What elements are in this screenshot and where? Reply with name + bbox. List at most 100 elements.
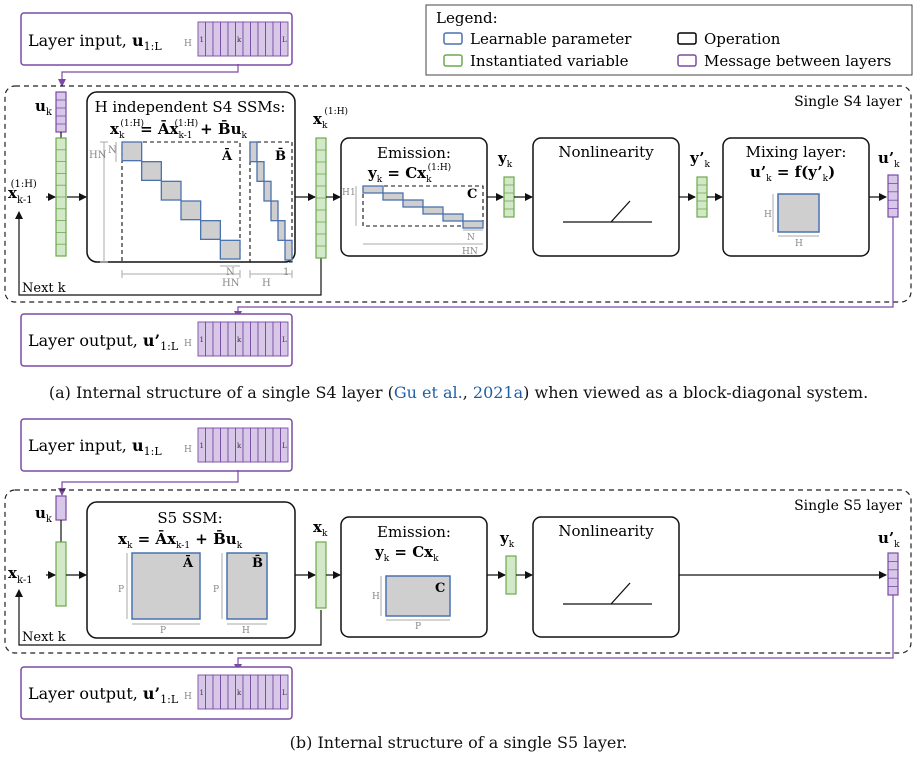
yk-vector-b <box>505 555 517 595</box>
seq-index-label: L <box>282 689 287 697</box>
caption-b: (b) Internal structure of a single S5 la… <box>289 733 628 752</box>
seq-cell <box>227 427 236 463</box>
xk-vector-b <box>315 541 327 609</box>
citation-year-link[interactable]: 2021a <box>472 383 524 402</box>
seq-cell <box>257 674 266 710</box>
seq-cell <box>227 674 236 710</box>
C-diagonal-block <box>362 185 384 194</box>
seq-cell <box>220 21 229 57</box>
B-diagonal-block <box>270 200 279 222</box>
C-diagonal-block <box>422 206 444 215</box>
B-diagonal-block <box>249 141 258 163</box>
mixing-equation: u’k = f(y’k) <box>750 163 835 184</box>
B-diagonal-block <box>263 180 272 202</box>
A-diagonal-block <box>219 239 241 260</box>
C-block-diagonal <box>362 185 484 229</box>
s4-layer-frame <box>4 85 912 303</box>
seq-cell <box>280 427 289 463</box>
C-H-dim-b: H <box>372 592 380 602</box>
relu-icon-a <box>563 200 652 223</box>
seq-cell <box>250 427 259 463</box>
vector-outline <box>503 176 515 218</box>
A-diagonal-block <box>121 141 143 162</box>
seq-cell <box>212 427 221 463</box>
seq-cell <box>272 21 281 57</box>
seq-cell <box>205 674 214 710</box>
A-matrix-b <box>131 552 201 620</box>
seq-cell <box>280 321 289 357</box>
svg-text:Layer output, u’1:L: Layer output, u’1:L <box>28 684 179 706</box>
s5-frame-label: Single S5 layer <box>794 498 902 514</box>
s5-ssm-title: S5 SSM: <box>157 509 222 527</box>
seq-index-label: 1 <box>200 36 204 44</box>
B-label-b: B̄ <box>252 554 263 571</box>
legend-instantiated: Instantiated variable <box>470 52 629 70</box>
s4-ssm-title: H independent S4 SSMs: <box>95 98 286 116</box>
C-matrix-b <box>385 575 451 617</box>
seq-cell <box>242 427 251 463</box>
vector-outline <box>887 174 899 218</box>
ypk-vector-a <box>696 176 708 218</box>
message-swatch <box>677 54 697 67</box>
instantiated-swatch <box>443 54 463 67</box>
B-matrix-frame-a <box>249 141 293 263</box>
seq-H-label: H <box>184 445 192 455</box>
nonlinearity-title-a: Nonlinearity <box>558 143 654 161</box>
legend: Legend: Learnable parameter Instantiated… <box>425 4 913 76</box>
A-matrix-frame-a <box>121 141 241 263</box>
seq-cell <box>220 674 229 710</box>
mixing-matrix <box>777 193 820 233</box>
upk-label-a: u’k <box>878 149 900 170</box>
mixing-H-dim-h: H <box>795 239 803 249</box>
svg-text:Layer input, u1:L: Layer input, u1:L <box>28 436 162 458</box>
emission-title-b: Emission: <box>377 523 451 541</box>
B-P-dim-v: P <box>213 585 219 595</box>
C-diagonal-block <box>462 220 484 229</box>
nonlinearity-block-a: Nonlinearity <box>532 137 680 257</box>
next-k-label-b: Next k <box>22 630 66 645</box>
A-block-diagonal <box>121 141 241 260</box>
relu-icon-b <box>563 582 652 605</box>
emission-equation-b: yk = Cxk <box>374 543 439 564</box>
s4-ssm-block: H independent S4 SSMs: xk(1:H)= Āxk-1(1:… <box>86 91 296 289</box>
svg-text:Layer output, u’1:L: Layer output, u’1:L <box>28 331 179 353</box>
H-dim-label-h: H <box>262 278 271 289</box>
uk-label-b: uk <box>35 504 53 525</box>
seq-index-label: 1 <box>200 442 204 450</box>
upk-vector-a <box>887 174 899 218</box>
mixing-H-dim-v: H <box>764 210 772 220</box>
emission-title-a: Emission: <box>377 144 451 162</box>
seq-index-label: k <box>237 689 242 697</box>
yk-label-b: yk <box>499 529 515 550</box>
B-matrix-b <box>226 552 268 620</box>
legend-title: Legend: <box>436 9 498 27</box>
seq-cell <box>257 427 266 463</box>
citation-author-link[interactable]: Gu et al. <box>393 383 463 402</box>
C-matrix-frame-a <box>362 185 484 227</box>
A-P-dim-h: P <box>160 626 166 636</box>
seq-cell <box>250 21 259 57</box>
svg-text:Layer input, u1:L: Layer input, u1:L <box>28 31 162 53</box>
seq-index-label: L <box>282 36 287 44</box>
B-diagonal-block <box>284 239 293 261</box>
seq-cell <box>212 321 221 357</box>
one-dim-label: 1 <box>283 267 289 278</box>
nonlinearity-block-b: Nonlinearity <box>532 516 680 638</box>
HN-dim-label-v: HN <box>89 150 107 161</box>
seq-H-label: H <box>184 39 192 49</box>
HN-dim-label-h: HN <box>222 278 240 289</box>
xk-label-a: xk(1:H) <box>313 106 348 131</box>
upk-vector-b <box>887 552 899 596</box>
s5-layer-frame <box>4 489 912 654</box>
B-H-dim-h: H <box>242 626 250 636</box>
seq-H-label: H <box>184 692 192 702</box>
emission-block-b: Emission: yk = Cxk C H P <box>340 516 488 638</box>
emission-equation-a: yk = Cxk(1:H) <box>367 162 451 185</box>
B-label-a: B̄ <box>275 147 286 164</box>
A-P-dim-v: P <box>118 585 124 595</box>
learnable-swatch <box>443 32 463 45</box>
